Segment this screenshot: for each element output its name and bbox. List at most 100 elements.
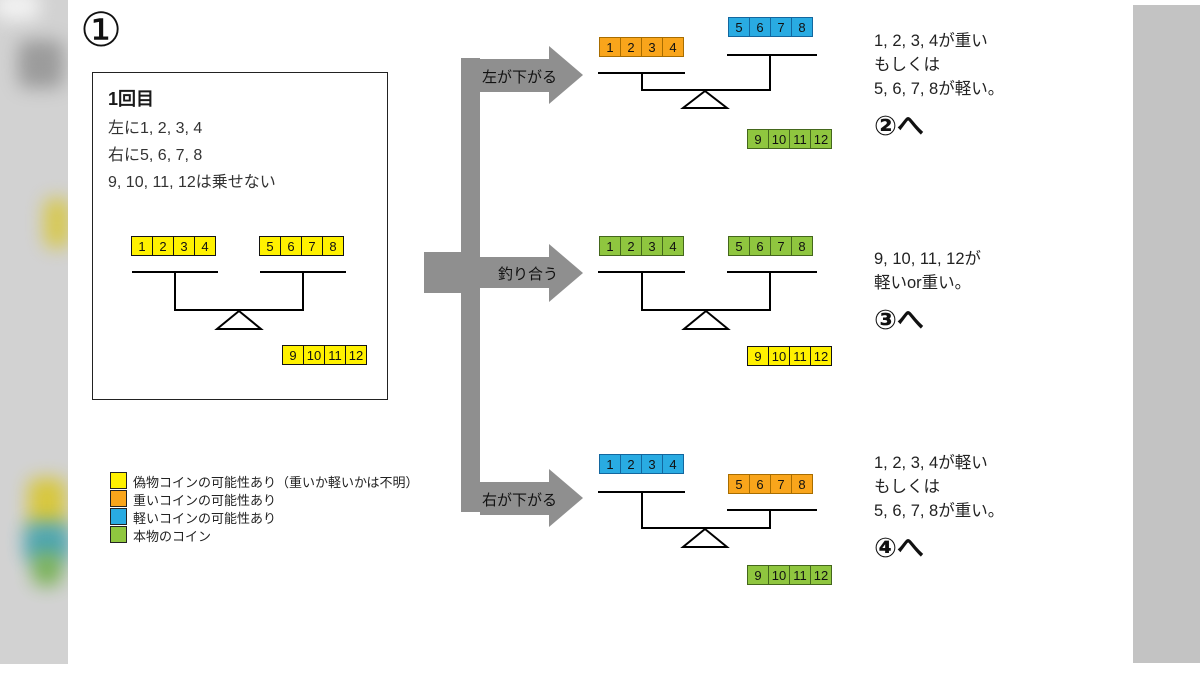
branch2-result-text: 9, 10, 11, 12が 軽いor重い。 ③へ: [874, 247, 1134, 337]
round-1-title: 1回目: [108, 89, 155, 109]
thumbnail-blur-blob: [32, 552, 62, 586]
info-line-right: 右に5, 6, 7, 8: [108, 147, 203, 164]
arrow-body: [480, 59, 549, 92]
coin-7: 7: [770, 236, 792, 256]
coin-12: 12: [810, 565, 832, 585]
coin-5: 5: [728, 236, 750, 256]
thumbnail-blur-blob[interactable]: [28, 478, 66, 530]
result-line: 1, 2, 3, 4が軽い: [874, 454, 988, 472]
goto-step-2: ②へ: [874, 111, 924, 141]
coin-2: 2: [152, 236, 174, 256]
coin-4: 4: [194, 236, 216, 256]
orange-swatch-icon: [110, 490, 127, 507]
thumbnail-blur-blob[interactable]: [18, 40, 64, 88]
coin-11: 11: [324, 345, 346, 365]
coin-6: 6: [280, 236, 302, 256]
coin-4: 4: [662, 37, 684, 57]
arrow-label: 右が下がる: [482, 492, 558, 509]
legend-label: 軽いコインの可能性あり: [133, 510, 277, 526]
coin-3: 3: [641, 454, 663, 474]
coin-1: 1: [599, 37, 621, 57]
result-line: 5, 6, 7, 8が重い。: [874, 502, 1005, 520]
coin-1: 1: [131, 236, 153, 256]
arrow-label: 釣り合う: [498, 266, 559, 283]
coin-9: 9: [747, 346, 769, 366]
coin-6: 6: [749, 236, 771, 256]
info-line-left: 左に1, 2, 3, 4: [108, 120, 203, 137]
coin-8: 8: [322, 236, 344, 256]
coin-4: 4: [662, 236, 684, 256]
coin-11: 11: [789, 346, 811, 366]
coin-9: 9: [747, 129, 769, 149]
coin-5: 5: [259, 236, 281, 256]
legend-row-genuine: 本物のコイン: [110, 526, 418, 544]
result-line: もしくは: [874, 478, 940, 496]
legend-label: 本物のコイン: [133, 528, 212, 544]
legend-label: 偽物コインの可能性あり（重いか軽いかは不明）: [133, 474, 419, 490]
coin-8: 8: [791, 17, 813, 37]
coin-1: 1: [599, 454, 621, 474]
flow-vertical-bar: [461, 58, 480, 512]
coin-10: 10: [768, 346, 790, 366]
green-swatch-icon: [110, 526, 127, 543]
coin-5: 5: [728, 474, 750, 494]
result-line: 軽いor重い。: [874, 274, 972, 292]
branch1-result-text: 1, 2, 3, 4が重い もしくは 5, 6, 7, 8が軽い。 ②へ: [874, 29, 1134, 143]
balanced-scale-lines: [598, 271, 817, 330]
left-down-scale-lines: [598, 54, 817, 109]
coin-12: 12: [345, 345, 367, 365]
goto-step-3: ③へ: [874, 305, 924, 335]
coin-5: 5: [728, 17, 750, 37]
right-gray-panel: [1133, 5, 1200, 663]
coin-3: 3: [173, 236, 195, 256]
coin-11: 11: [789, 129, 811, 149]
coin-10: 10: [303, 345, 325, 365]
yellow-swatch-icon: [110, 472, 127, 489]
coin-7: 7: [770, 474, 792, 494]
slide-thumbnail-panel[interactable]: [0, 0, 68, 664]
coin-7: 7: [770, 17, 792, 37]
branch3-result-text: 1, 2, 3, 4が軽い もしくは 5, 6, 7, 8が重い。 ④へ: [874, 451, 1134, 565]
result-line: 9, 10, 11, 12が: [874, 250, 982, 268]
coin-11: 11: [789, 565, 811, 585]
blue-swatch-icon: [110, 508, 127, 525]
coin-12: 12: [810, 129, 832, 149]
arrow-body: [480, 482, 549, 515]
coin-3: 3: [641, 236, 663, 256]
coin-12: 12: [810, 346, 832, 366]
result-line: 5, 6, 7, 8が軽い。: [874, 80, 1005, 98]
coin-3: 3: [641, 37, 663, 57]
coin-4: 4: [662, 454, 684, 474]
legend-row-light: 軽いコインの可能性あり: [110, 508, 418, 526]
arrow-head-icon: [549, 469, 583, 527]
info-line-off: 9, 10, 11, 12は乗せない: [108, 174, 276, 191]
arrow-label: 左が下がる: [482, 69, 558, 86]
legend-label: 重いコインの可能性あり: [133, 492, 277, 508]
color-legend: 偽物コインの可能性あり（重いか軽いかは不明） 重いコインの可能性あり 軽いコイン…: [110, 472, 418, 544]
coin-6: 6: [749, 17, 771, 37]
coin-8: 8: [791, 474, 813, 494]
coin-10: 10: [768, 129, 790, 149]
arrow-head-icon: [549, 244, 583, 302]
coin-2: 2: [620, 454, 642, 474]
coin-9: 9: [747, 565, 769, 585]
right-down-scale-lines: [598, 491, 817, 548]
result-line: もしくは: [874, 56, 940, 74]
goto-step-4: ④へ: [874, 533, 924, 563]
coin-2: 2: [620, 37, 642, 57]
coin-7: 7: [301, 236, 323, 256]
legend-row-heavy: 重いコインの可能性あり: [110, 490, 418, 508]
thumbnail-blur-blob[interactable]: [44, 198, 68, 248]
coin-1: 1: [599, 236, 621, 256]
